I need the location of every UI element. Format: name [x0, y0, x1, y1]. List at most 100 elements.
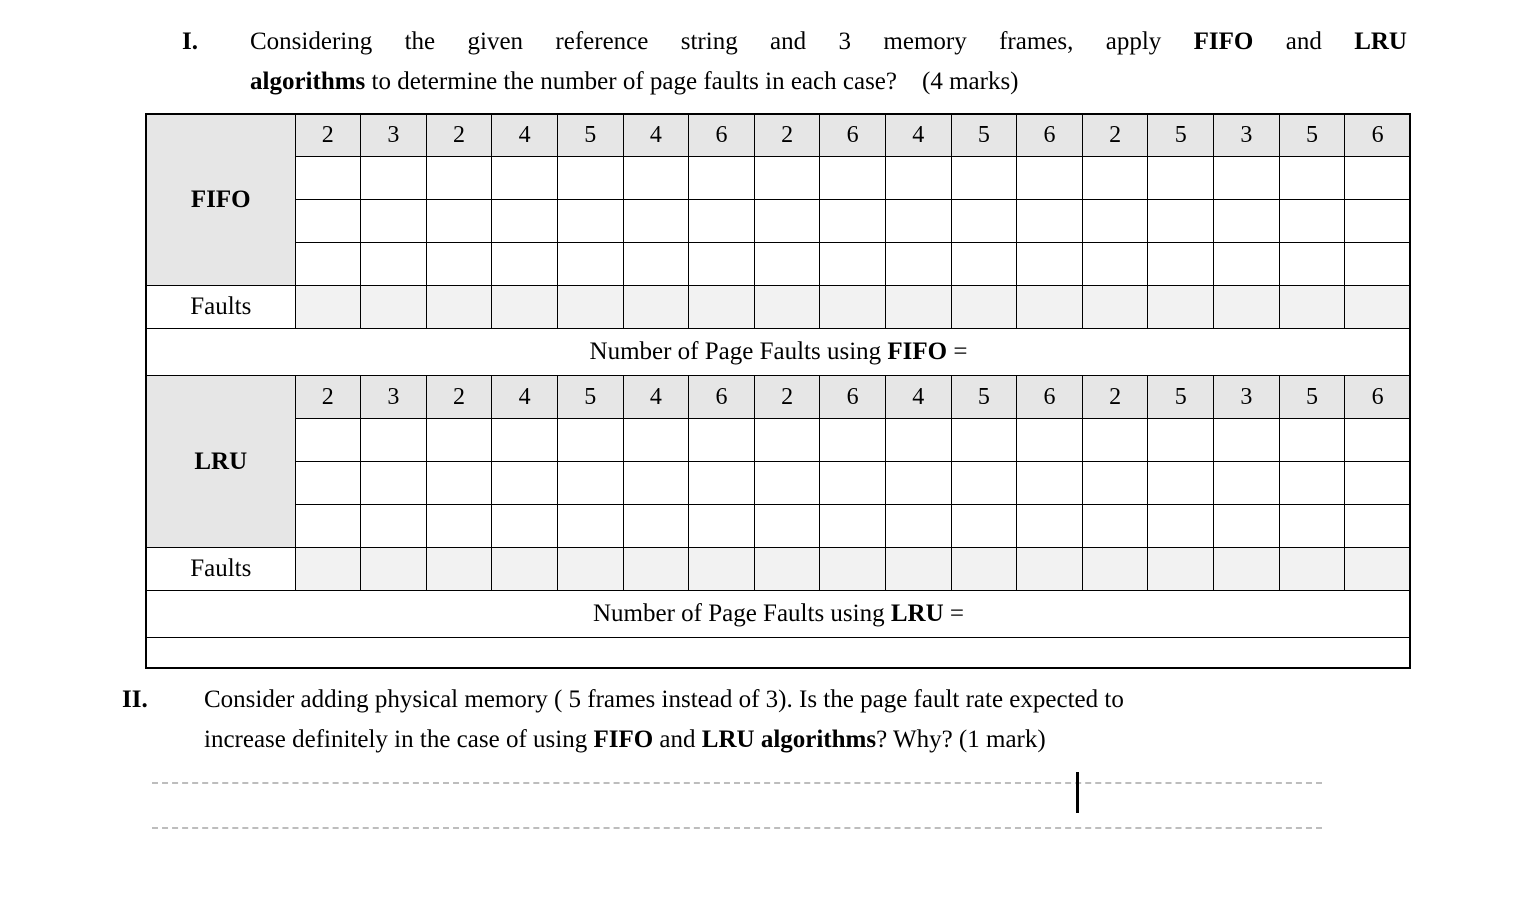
lru-frame-cell[interactable]	[360, 418, 427, 462]
fifo-frame-cell[interactable]	[360, 199, 427, 243]
fifo-fault-cell[interactable]	[753, 285, 821, 329]
fifo-frame-cell[interactable]	[884, 242, 952, 286]
fifo-frame-cell[interactable]	[950, 199, 1018, 243]
fifo-frame-cell[interactable]	[819, 156, 886, 200]
fifo-frame-cell[interactable]	[1344, 242, 1411, 286]
fifo-fault-cell[interactable]	[1147, 285, 1215, 329]
lru-frame-cell[interactable]	[622, 504, 690, 548]
answer-dashed-line[interactable]	[152, 827, 1322, 829]
lru-frame-cell[interactable]	[753, 504, 821, 548]
lru-frame-cell[interactable]	[556, 504, 624, 548]
lru-frame-cell[interactable]	[950, 461, 1018, 505]
lru-frame-cell[interactable]	[1016, 461, 1083, 505]
fifo-fault-cell[interactable]	[950, 285, 1018, 329]
lru-fault-cell[interactable]	[819, 547, 886, 591]
fifo-frame-cell[interactable]	[884, 199, 952, 243]
fifo-frame-cell[interactable]	[884, 156, 952, 200]
lru-frame-cell[interactable]	[491, 461, 558, 505]
fifo-frame-cell[interactable]	[688, 242, 755, 286]
lru-frame-cell[interactable]	[1344, 461, 1411, 505]
lru-frame-cell[interactable]	[622, 461, 690, 505]
lru-frame-cell[interactable]	[1147, 461, 1215, 505]
fifo-frame-cell[interactable]	[491, 156, 558, 200]
fifo-fault-cell[interactable]	[556, 285, 624, 329]
fifo-frame-cell[interactable]	[294, 242, 362, 286]
fifo-frame-cell[interactable]	[753, 242, 821, 286]
lru-fault-cell[interactable]	[1147, 547, 1215, 591]
lru-frame-cell[interactable]	[884, 461, 952, 505]
lru-fault-cell[interactable]	[294, 547, 362, 591]
fifo-fault-cell[interactable]	[360, 285, 427, 329]
fifo-frame-cell[interactable]	[688, 199, 755, 243]
fifo-fault-cell[interactable]	[688, 285, 755, 329]
fifo-frame-cell[interactable]	[1081, 156, 1149, 200]
lru-fault-cell[interactable]	[884, 547, 952, 591]
answer-dashed-line[interactable]	[152, 782, 1322, 784]
lru-frame-cell[interactable]	[1016, 504, 1083, 548]
lru-fault-cell[interactable]	[1278, 547, 1346, 591]
fifo-summary-cell[interactable]: Number of Page Faults using FIFO =	[145, 328, 1411, 376]
lru-frame-cell[interactable]	[1213, 418, 1280, 462]
lru-frame-cell[interactable]	[819, 461, 886, 505]
fifo-fault-cell[interactable]	[1344, 285, 1411, 329]
fifo-frame-cell[interactable]	[1213, 242, 1280, 286]
lru-frame-cell[interactable]	[1278, 418, 1346, 462]
lru-frame-cell[interactable]	[556, 418, 624, 462]
lru-frame-cell[interactable]	[425, 461, 493, 505]
fifo-frame-cell[interactable]	[1016, 242, 1083, 286]
lru-frame-cell[interactable]	[360, 461, 427, 505]
lru-fault-cell[interactable]	[753, 547, 821, 591]
lru-frame-cell[interactable]	[491, 504, 558, 548]
lru-frame-cell[interactable]	[1213, 461, 1280, 505]
fifo-frame-cell[interactable]	[819, 242, 886, 286]
fifo-frame-cell[interactable]	[1081, 242, 1149, 286]
lru-frame-cell[interactable]	[1147, 504, 1215, 548]
lru-frame-cell[interactable]	[688, 461, 755, 505]
lru-frame-cell[interactable]	[622, 418, 690, 462]
fifo-frame-cell[interactable]	[1278, 242, 1346, 286]
lru-frame-cell[interactable]	[819, 504, 886, 548]
lru-fault-cell[interactable]	[950, 547, 1018, 591]
fifo-fault-cell[interactable]	[622, 285, 690, 329]
lru-summary-cell[interactable]: Number of Page Faults using LRU =	[145, 590, 1411, 638]
fifo-frame-cell[interactable]	[425, 242, 493, 286]
fifo-frame-cell[interactable]	[1278, 199, 1346, 243]
lru-frame-cell[interactable]	[1278, 504, 1346, 548]
fifo-frame-cell[interactable]	[1147, 199, 1215, 243]
fifo-frame-cell[interactable]	[688, 156, 755, 200]
fifo-frame-cell[interactable]	[425, 199, 493, 243]
fifo-frame-cell[interactable]	[622, 199, 690, 243]
lru-frame-cell[interactable]	[884, 504, 952, 548]
lru-fault-cell[interactable]	[491, 547, 558, 591]
fifo-frame-cell[interactable]	[1344, 156, 1411, 200]
fifo-frame-cell[interactable]	[950, 242, 1018, 286]
fifo-fault-cell[interactable]	[1278, 285, 1346, 329]
fifo-frame-cell[interactable]	[819, 199, 886, 243]
fifo-frame-cell[interactable]	[360, 156, 427, 200]
fifo-frame-cell[interactable]	[556, 199, 624, 243]
fifo-frame-cell[interactable]	[1016, 156, 1083, 200]
fifo-frame-cell[interactable]	[491, 199, 558, 243]
fifo-fault-cell[interactable]	[1213, 285, 1280, 329]
fifo-frame-cell[interactable]	[425, 156, 493, 200]
fifo-frame-cell[interactable]	[950, 156, 1018, 200]
fifo-frame-cell[interactable]	[1081, 199, 1149, 243]
lru-frame-cell[interactable]	[360, 504, 427, 548]
fifo-fault-cell[interactable]	[491, 285, 558, 329]
fifo-frame-cell[interactable]	[1278, 156, 1346, 200]
fifo-frame-cell[interactable]	[1213, 199, 1280, 243]
lru-frame-cell[interactable]	[688, 504, 755, 548]
lru-frame-cell[interactable]	[1016, 418, 1083, 462]
lru-frame-cell[interactable]	[556, 461, 624, 505]
lru-fault-cell[interactable]	[688, 547, 755, 591]
lru-frame-cell[interactable]	[753, 461, 821, 505]
fifo-frame-cell[interactable]	[294, 156, 362, 200]
lru-fault-cell[interactable]	[1016, 547, 1083, 591]
lru-frame-cell[interactable]	[1081, 418, 1149, 462]
lru-frame-cell[interactable]	[1081, 461, 1149, 505]
lru-frame-cell[interactable]	[1344, 418, 1411, 462]
lru-frame-cell[interactable]	[688, 418, 755, 462]
lru-frame-cell[interactable]	[1278, 461, 1346, 505]
lru-frame-cell[interactable]	[294, 418, 362, 462]
lru-frame-cell[interactable]	[491, 418, 558, 462]
